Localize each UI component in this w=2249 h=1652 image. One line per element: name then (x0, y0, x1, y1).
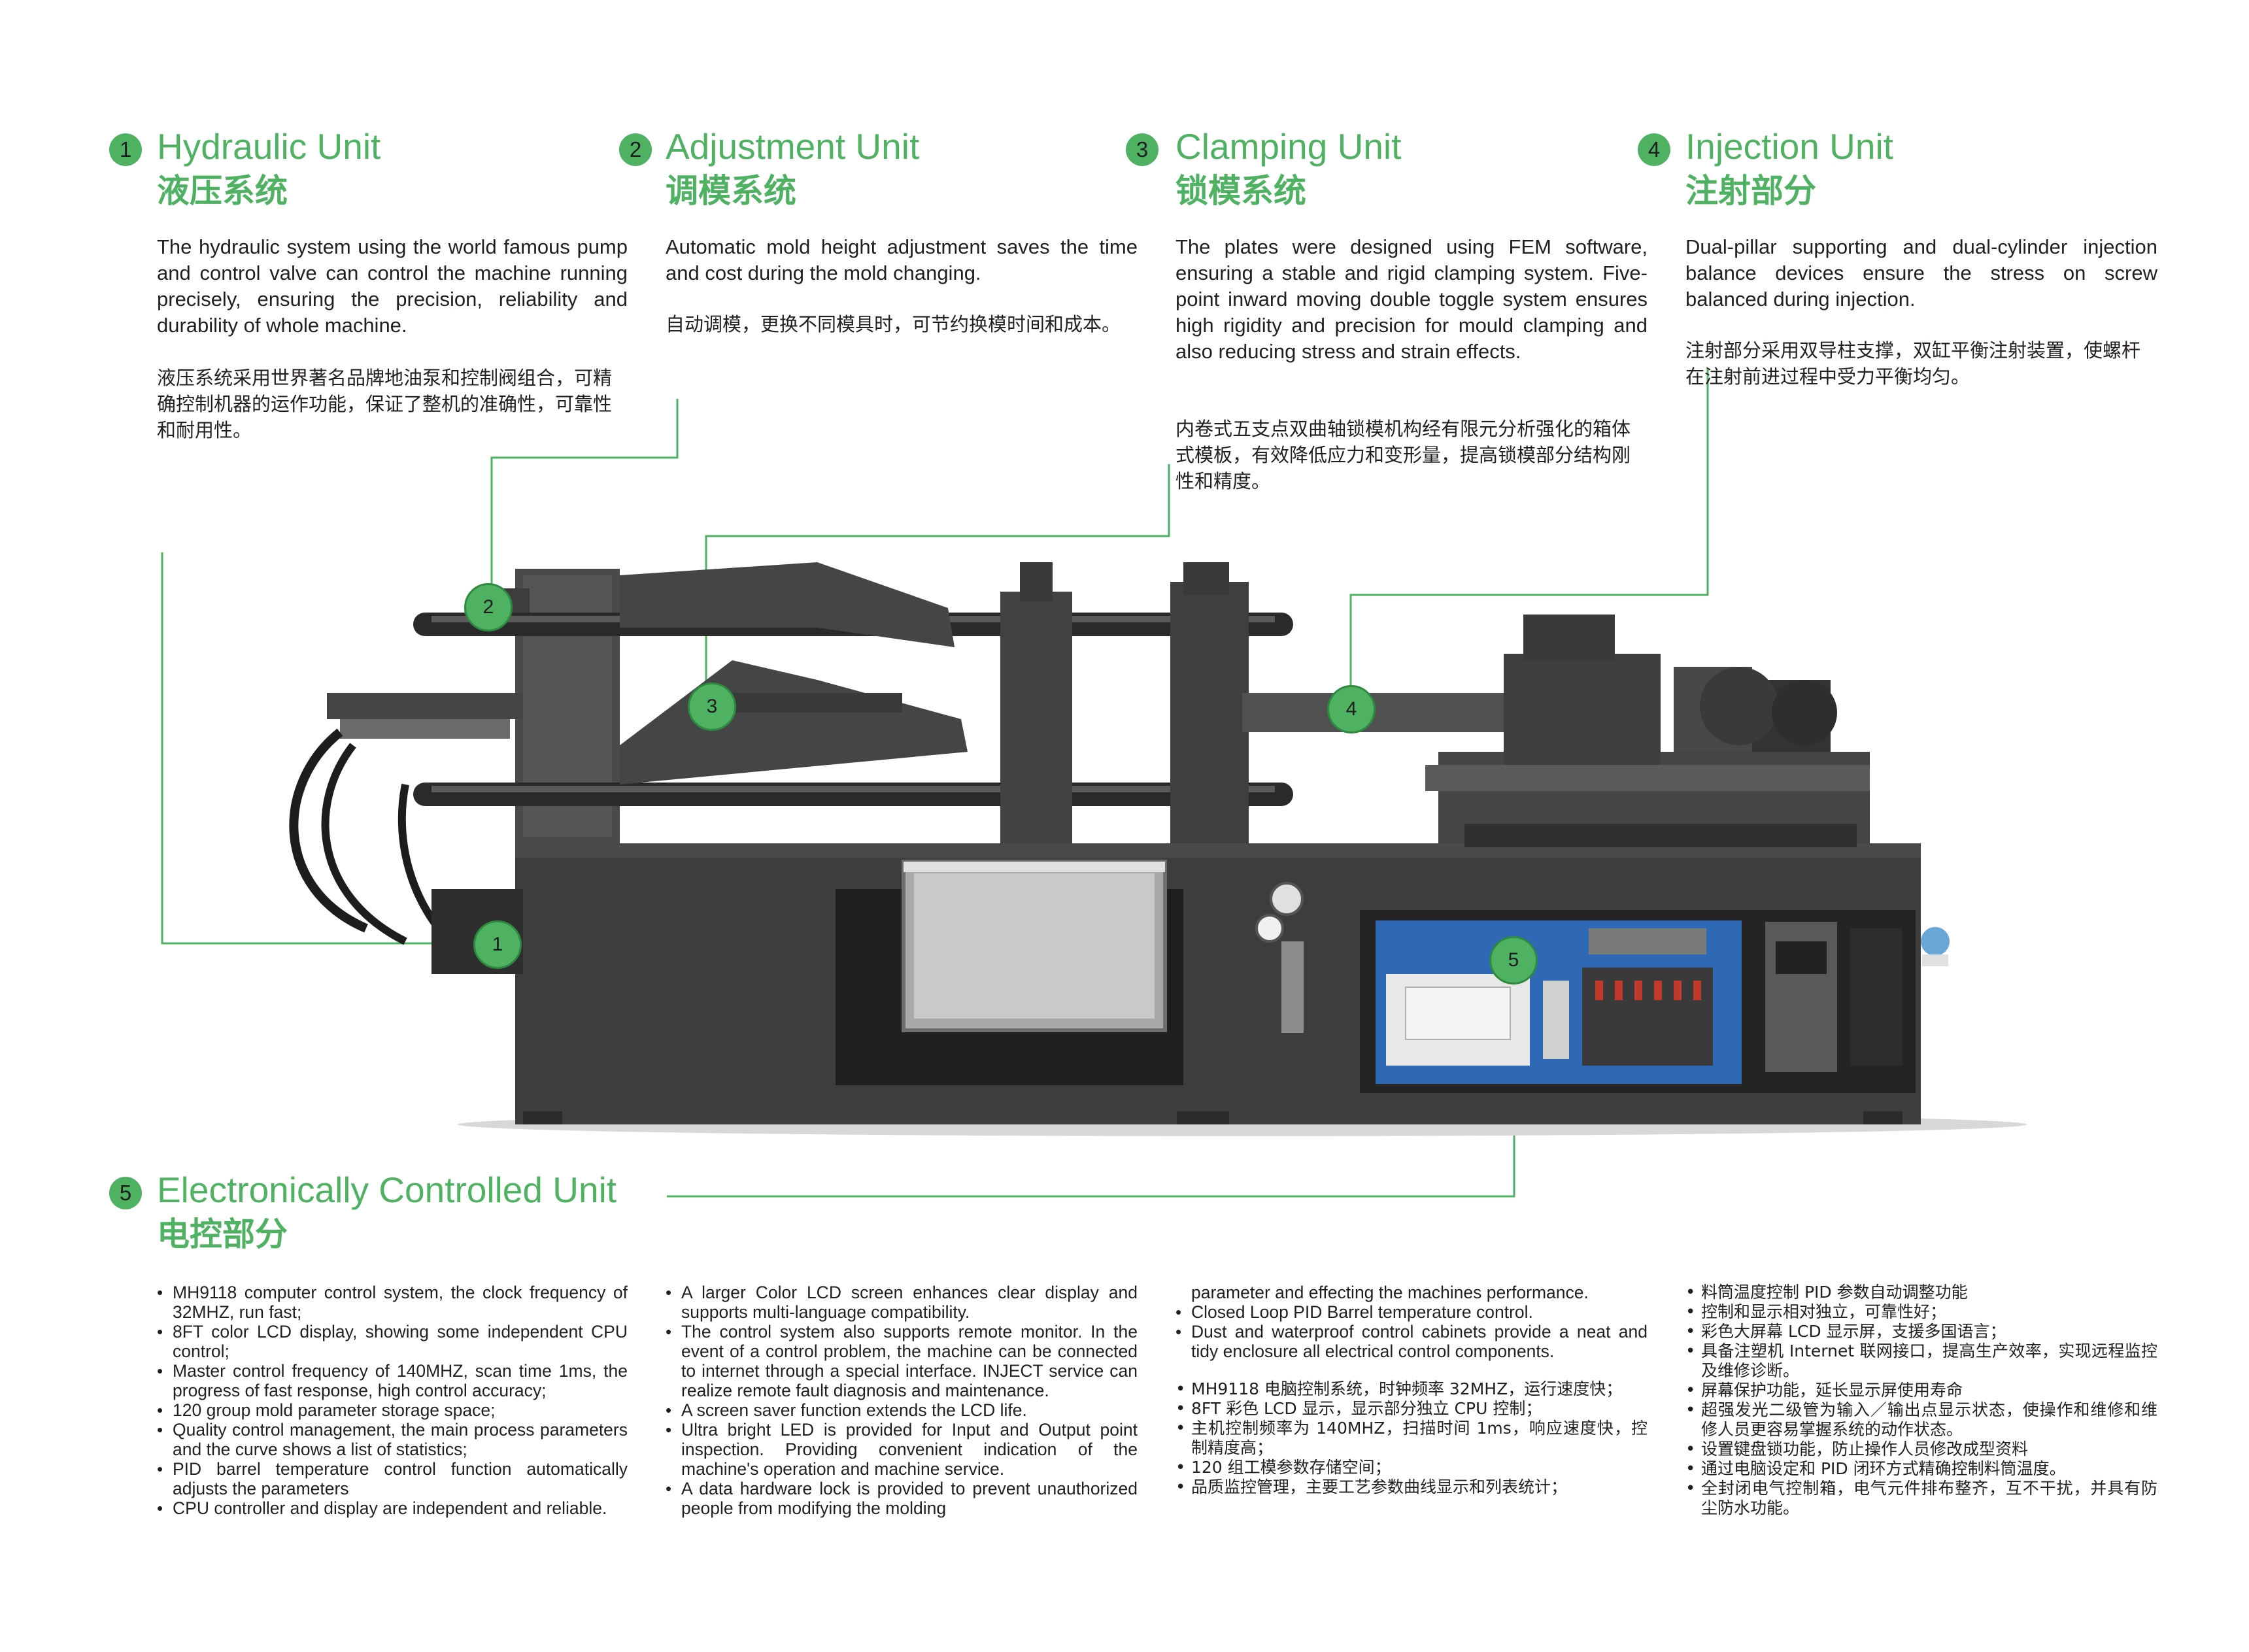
section-number-badge: 3 (1126, 133, 1158, 166)
section-description-zh: 自动调模，更换不同模具时，可节约换模时间和成本。 (666, 313, 1121, 335)
section-title-zh: 锁模系统 (1175, 172, 1306, 210)
list-item: 8FT color LCD display, showing some inde… (157, 1322, 628, 1361)
list-item: 屏幕保护功能，延长显示屏使用寿命 (1685, 1381, 2157, 1400)
moving-platen (1000, 562, 1072, 843)
side-gauge (1921, 927, 1950, 966)
electronic-features-col4-zh: 料筒温度控制 PID 参数自动调整功能 控制和显示相对独立，可靠性好； 彩色大屏… (1685, 1283, 2157, 1518)
list-item: Ultra bright LED is provided for Input a… (666, 1420, 1138, 1479)
list-item: PID barrel temperature control function … (157, 1459, 628, 1498)
list-item: 通过电脑设定和 PID 闭环方式精确控制料筒温度。 (1685, 1459, 2157, 1479)
list-item: 8FT 彩色 LCD 显示，显示部分独立 CPU 控制； (1175, 1399, 1648, 1419)
section-title-en: Injection Unit (1685, 126, 1893, 167)
electronic-features-col3-zh: MH9118 电脑控制系统，时钟频率 32MHZ，运行速度快； 8FT 彩色 L… (1175, 1379, 1648, 1497)
list-item: 具备注塑机 Internet 联网接口，提高生产效率，实现远程监控及维修诊断。 (1685, 1341, 2157, 1381)
list-item: Quality control management, the main pro… (157, 1420, 628, 1459)
list-item: The control system also supports remote … (666, 1322, 1138, 1400)
section-description-en: Automatic mold height adjustment saves t… (666, 235, 1138, 284)
section-title-zh: 液压系统 (157, 172, 288, 210)
section-title-en: Electronically Controlled Unit (157, 1170, 617, 1210)
section-title-en: Clamping Unit (1175, 126, 1402, 167)
list-item: Dust and waterproof control cabinets pro… (1175, 1322, 1648, 1361)
list-item: 彩色大屏幕 LCD 显示屏，支援多国语言； (1685, 1322, 2157, 1341)
list-item: A larger Color LCD screen enhances clear… (666, 1283, 1138, 1322)
injection-unit (1242, 615, 1870, 847)
machine-base (515, 843, 1921, 1124)
section-title-zh: 电控部分 (157, 1215, 288, 1253)
list-item: CPU controller and display are independe… (157, 1498, 628, 1518)
filter-gauge (1255, 882, 1304, 1033)
electrical-cabinet (1360, 910, 1916, 1093)
fixed-platen (1170, 562, 1249, 843)
list-item: 控制和显示相对独立，可靠性好； (1685, 1302, 2157, 1322)
list-item: 品质监控管理，主要工艺参数曲线显示和列表统计； (1175, 1477, 1648, 1497)
list-item: 设置键盘锁功能，防止操作人员修改成型资料 (1685, 1440, 2157, 1459)
callout-electronic: 5 (1489, 936, 1538, 985)
list-item-continuation: parameter and effecting the machines per… (1191, 1283, 1589, 1302)
section-description-zh: 内卷式五支点双曲轴锁模机构经有限元分析强化的箱体式模板，有效降低应力和变形量，提… (1175, 418, 1631, 492)
section-description-zh: 液压系统采用世界著名品牌地油泵和控制阀组合，可精确控制机器的运作功能，保证了整机… (157, 367, 613, 441)
callout-injection: 4 (1327, 685, 1376, 733)
callout-adjustment: 2 (464, 583, 513, 632)
list-item: 超强发光二级管为输入／输出点显示状态，使操作和维修和维修人员更容易掌握系统的动作… (1685, 1400, 2157, 1440)
section-title-en: Adjustment Unit (666, 126, 920, 167)
toggle-mechanism (620, 562, 968, 784)
section-description-en: Dual-pillar supporting and dual-cylinder… (1685, 235, 2157, 311)
electronic-features-col2: A larger Color LCD screen enhances clear… (666, 1283, 1138, 1518)
callout-clamping: 3 (688, 683, 736, 731)
section-number-badge: 1 (109, 133, 142, 166)
electronic-features-col1: MH9118 computer control system, the cloc… (157, 1283, 628, 1518)
section-number-badge: 4 (1638, 133, 1670, 166)
section-number-badge: 5 (109, 1177, 142, 1209)
list-item: A screen saver function extends the LCD … (666, 1400, 1138, 1420)
callout-hydraulic: 1 (473, 920, 522, 969)
electronic-features-col3: parameter and effecting the machines per… (1175, 1283, 1648, 1375)
list-item: 120 group mold parameter storage space; (157, 1400, 628, 1420)
list-item: MH9118 computer control system, the cloc… (157, 1283, 628, 1322)
list-item: Master control frequency of 140MHZ, scan… (157, 1361, 628, 1400)
section-description-en: The plates were designed using FEM softw… (1175, 235, 1648, 363)
list-spacer (1175, 1361, 1648, 1375)
list-item: MH9118 电脑控制系统，时钟频率 32MHZ，运行速度快； (1175, 1379, 1648, 1399)
list-item: 120 组工模参数存储空间； (1175, 1458, 1648, 1477)
list-item: 料筒温度控制 PID 参数自动调整功能 (1685, 1283, 2157, 1302)
section-description-en: The hydraulic system using the world fam… (157, 235, 628, 337)
list-item: 全封闭电气控制箱，电气元件排布整齐，互不干扰，并具有防尘防水功能。 (1685, 1479, 2157, 1518)
section-number-badge: 2 (619, 133, 652, 166)
list-item: Closed Loop PID Barrel temperature contr… (1175, 1302, 1648, 1322)
section-title-zh: 注射部分 (1685, 172, 1816, 210)
list-item: 主机控制频率为 140MHZ，扫描时间 1ms，响应速度快，控制精度高； (1175, 1419, 1648, 1458)
section-title-zh: 调模系统 (666, 172, 796, 210)
section-description-zh: 注射部分采用双导柱支撑，双缸平衡注射装置，使螺杆在注射前进过程中受力平衡均匀。 (1685, 339, 2141, 388)
list-item: A data hardware lock is provided to prev… (666, 1479, 1138, 1518)
section-title-en: Hydraulic Unit (157, 126, 381, 167)
